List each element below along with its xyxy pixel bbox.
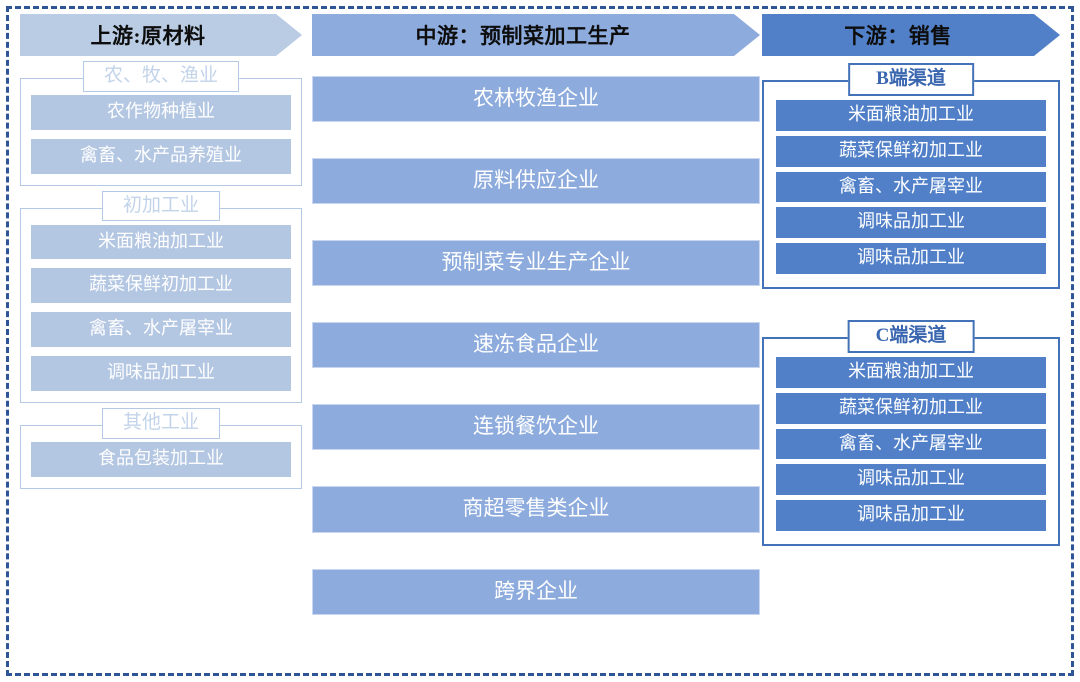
list-item[interactable]: 农林牧渔企业 [312,76,760,123]
list-item[interactable]: 调味品加工业 [776,464,1046,496]
group-c-channel: C端渠道 米面粮油加工业 蔬菜保鲜初加工业 禽畜、水产屠宰业 调味品加工业 调味… [762,319,1060,546]
list-item[interactable]: 调味品加工业 [776,207,1046,239]
list-item[interactable]: 米面粮油加工业 [776,356,1046,388]
group-primary-processing: 初加工业 米面粮油加工业 蔬菜保鲜初加工业 禽畜、水产屠宰业 调味品加工业 [20,190,302,403]
list-item[interactable]: 调味品加工业 [776,500,1046,531]
list-item[interactable]: 米面粮油加工业 [31,224,291,260]
group-label-b-channel: B端渠道 [848,63,974,96]
group-agriculture: 农、牧、渔业 农作物种植业 禽畜、水产品养殖业 [20,61,302,186]
group-label-agriculture: 农、牧、渔业 [82,61,240,92]
outer-dashed-frame [6,6,1074,676]
list-item[interactable]: 原料供应企业 [312,158,760,205]
list-item[interactable]: 禽畜、水产品养殖业 [31,138,291,174]
list-item[interactable]: 禽畜、水产屠宰业 [776,428,1046,460]
group-label-other-industry: 其他工业 [101,407,221,439]
column-downstream: 下游：销售 B端渠道 米面粮油加工业 蔬菜保鲜初加工业 禽畜、水产屠宰业 调味品… [762,14,1060,546]
list-item[interactable]: 商超零售类企业 [312,486,760,533]
column-header-midstream: 中游：预制菜加工生产 [312,14,760,56]
list-item[interactable]: 食品包装加工业 [31,441,291,477]
list-item[interactable]: 禽畜、水产屠宰业 [31,312,291,347]
group-label-primary-processing: 初加工业 [101,190,221,222]
list-item[interactable]: 预制菜专业生产企业 [312,240,760,287]
list-item[interactable]: 蔬菜保鲜初加工业 [776,135,1046,167]
list-item[interactable]: 连锁餐饮企业 [312,404,760,451]
midstream-item-list: 农林牧渔企业 原料供应企业 预制菜专业生产企业 速冻食品企业 连锁餐饮企业 商超… [312,76,760,615]
list-item[interactable]: 蔬菜保鲜初加工业 [776,392,1046,424]
list-item[interactable]: 蔬菜保鲜初加工业 [31,268,291,304]
column-midstream: 中游：预制菜加工生产 农林牧渔企业 原料供应企业 预制菜专业生产企业 速冻食品企… [312,14,760,615]
list-item[interactable]: 禽畜、水产屠宰业 [776,171,1046,203]
group-b-channel: B端渠道 米面粮油加工业 蔬菜保鲜初加工业 禽畜、水产屠宰业 调味品加工业 调味… [762,63,1060,289]
list-item[interactable]: 调味品加工业 [776,243,1046,274]
list-item[interactable]: 速冻食品企业 [312,322,760,369]
list-item[interactable]: 调味品加工业 [31,355,291,391]
group-other-industry: 其他工业 食品包装加工业 [20,407,302,489]
list-item[interactable]: 跨界企业 [312,568,760,615]
list-item[interactable]: 农作物种植业 [31,95,291,130]
column-header-downstream: 下游：销售 [762,14,1060,56]
list-item[interactable]: 米面粮油加工业 [776,100,1046,131]
column-upstream: 上游:原材料 农、牧、渔业 农作物种植业 禽畜、水产品养殖业 初加工业 米面粮油… [20,14,302,489]
group-label-c-channel: C端渠道 [847,319,975,353]
column-header-upstream: 上游:原材料 [20,14,302,56]
